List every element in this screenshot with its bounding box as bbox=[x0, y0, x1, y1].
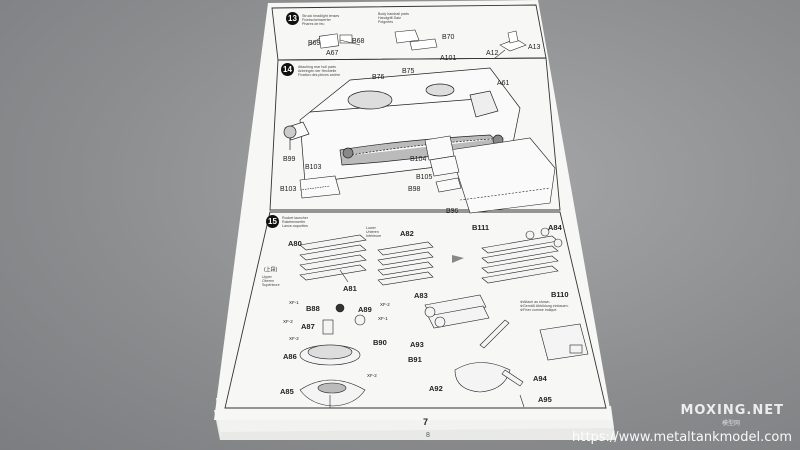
step14-caption: Attaching rear hull parts Anbringen der … bbox=[298, 65, 341, 78]
part-label: B88 bbox=[306, 304, 320, 313]
paint-marker: XF-2 bbox=[289, 336, 299, 341]
step13-caption-b: Body handrail parts Handgriff-Satz Poign… bbox=[378, 12, 409, 25]
step15-badge: 15 bbox=[266, 215, 279, 228]
part-label: A85 bbox=[280, 387, 294, 396]
watermark-sub: 模型网 bbox=[721, 420, 740, 427]
part-label: A95 bbox=[538, 395, 552, 404]
paint-marker: XF-2 bbox=[283, 319, 293, 324]
step15-upper-rack bbox=[377, 241, 434, 286]
part-label: B103 bbox=[280, 186, 297, 193]
page-number: 7 bbox=[423, 417, 429, 427]
step14-detail bbox=[299, 135, 556, 214]
step13-caption-a: Struck headlight lenses Frontscheinwerfe… bbox=[302, 14, 340, 27]
part-label: A61 bbox=[497, 80, 510, 87]
part-label: A82 bbox=[400, 229, 414, 238]
part-label: B96 bbox=[446, 208, 459, 215]
part-label: B68 bbox=[352, 38, 365, 45]
part-label: B110 bbox=[551, 290, 569, 299]
part-label: A81 bbox=[343, 284, 357, 293]
page-number-below: 8 bbox=[426, 432, 430, 439]
part-label: B76 bbox=[372, 74, 385, 81]
part-label: A83 bbox=[414, 291, 428, 300]
step15-upper-label: (上段) bbox=[264, 267, 278, 273]
frame-step14 bbox=[269, 57, 561, 211]
part-label: B75 bbox=[402, 68, 415, 75]
part-label: A84 bbox=[548, 223, 562, 232]
paint-marker: XF-1 bbox=[289, 300, 299, 305]
step13-art bbox=[307, 29, 527, 59]
frame-step15 bbox=[224, 211, 607, 409]
step15-note: ※Attach as shown. ※Gemäß Abbildung einba… bbox=[520, 300, 569, 313]
part-label: B104 bbox=[410, 156, 427, 163]
arrow-right-icon bbox=[452, 255, 464, 263]
step15-caption: Rocket launcher Raketenwerfer Lance-roqu… bbox=[282, 216, 308, 229]
watermark-url: https://www.metaltankmodel.com bbox=[572, 430, 792, 445]
part-label: B91 bbox=[408, 355, 422, 364]
part-label: A12 bbox=[486, 50, 499, 57]
part-label: A89 bbox=[358, 305, 372, 314]
part-label: A13 bbox=[528, 44, 541, 51]
step14-badge: 14 bbox=[281, 63, 294, 76]
part-label: A92 bbox=[429, 384, 443, 393]
step15-lower-caption: Lower Unteren Inférieure bbox=[366, 226, 382, 239]
part-label: B103 bbox=[305, 164, 322, 171]
part-label: B111 bbox=[472, 223, 490, 232]
step15-upper-caption: Upper Oberen Supérieure bbox=[262, 275, 280, 288]
part-label: A86 bbox=[283, 352, 297, 361]
part-label: B98 bbox=[408, 186, 421, 193]
paint-marker: XF-2 bbox=[380, 302, 390, 307]
part-label: A94 bbox=[533, 374, 547, 383]
part-label: B99 bbox=[283, 156, 296, 163]
step13-badge: 13 bbox=[286, 12, 299, 25]
watermark-brand: MOXING.NET bbox=[680, 403, 784, 418]
paint-marker: XF-1 bbox=[378, 316, 388, 321]
part-label: A101 bbox=[440, 55, 457, 62]
part-label: A67 bbox=[326, 50, 339, 57]
step15-assembled-rack bbox=[481, 227, 563, 284]
part-label: B105 bbox=[416, 174, 433, 181]
part-label: A80 bbox=[288, 239, 302, 248]
part-label: A93 bbox=[410, 340, 424, 349]
part-label: A87 bbox=[301, 322, 315, 331]
part-label: B69 bbox=[308, 40, 321, 47]
step15-lower-rack bbox=[299, 234, 367, 283]
part-label: B70 bbox=[442, 34, 455, 41]
step15-turntable bbox=[299, 303, 366, 408]
part-label: B90 bbox=[373, 338, 387, 347]
step15-launcher-base bbox=[424, 294, 589, 408]
paint-marker: XF-2 bbox=[367, 373, 377, 378]
